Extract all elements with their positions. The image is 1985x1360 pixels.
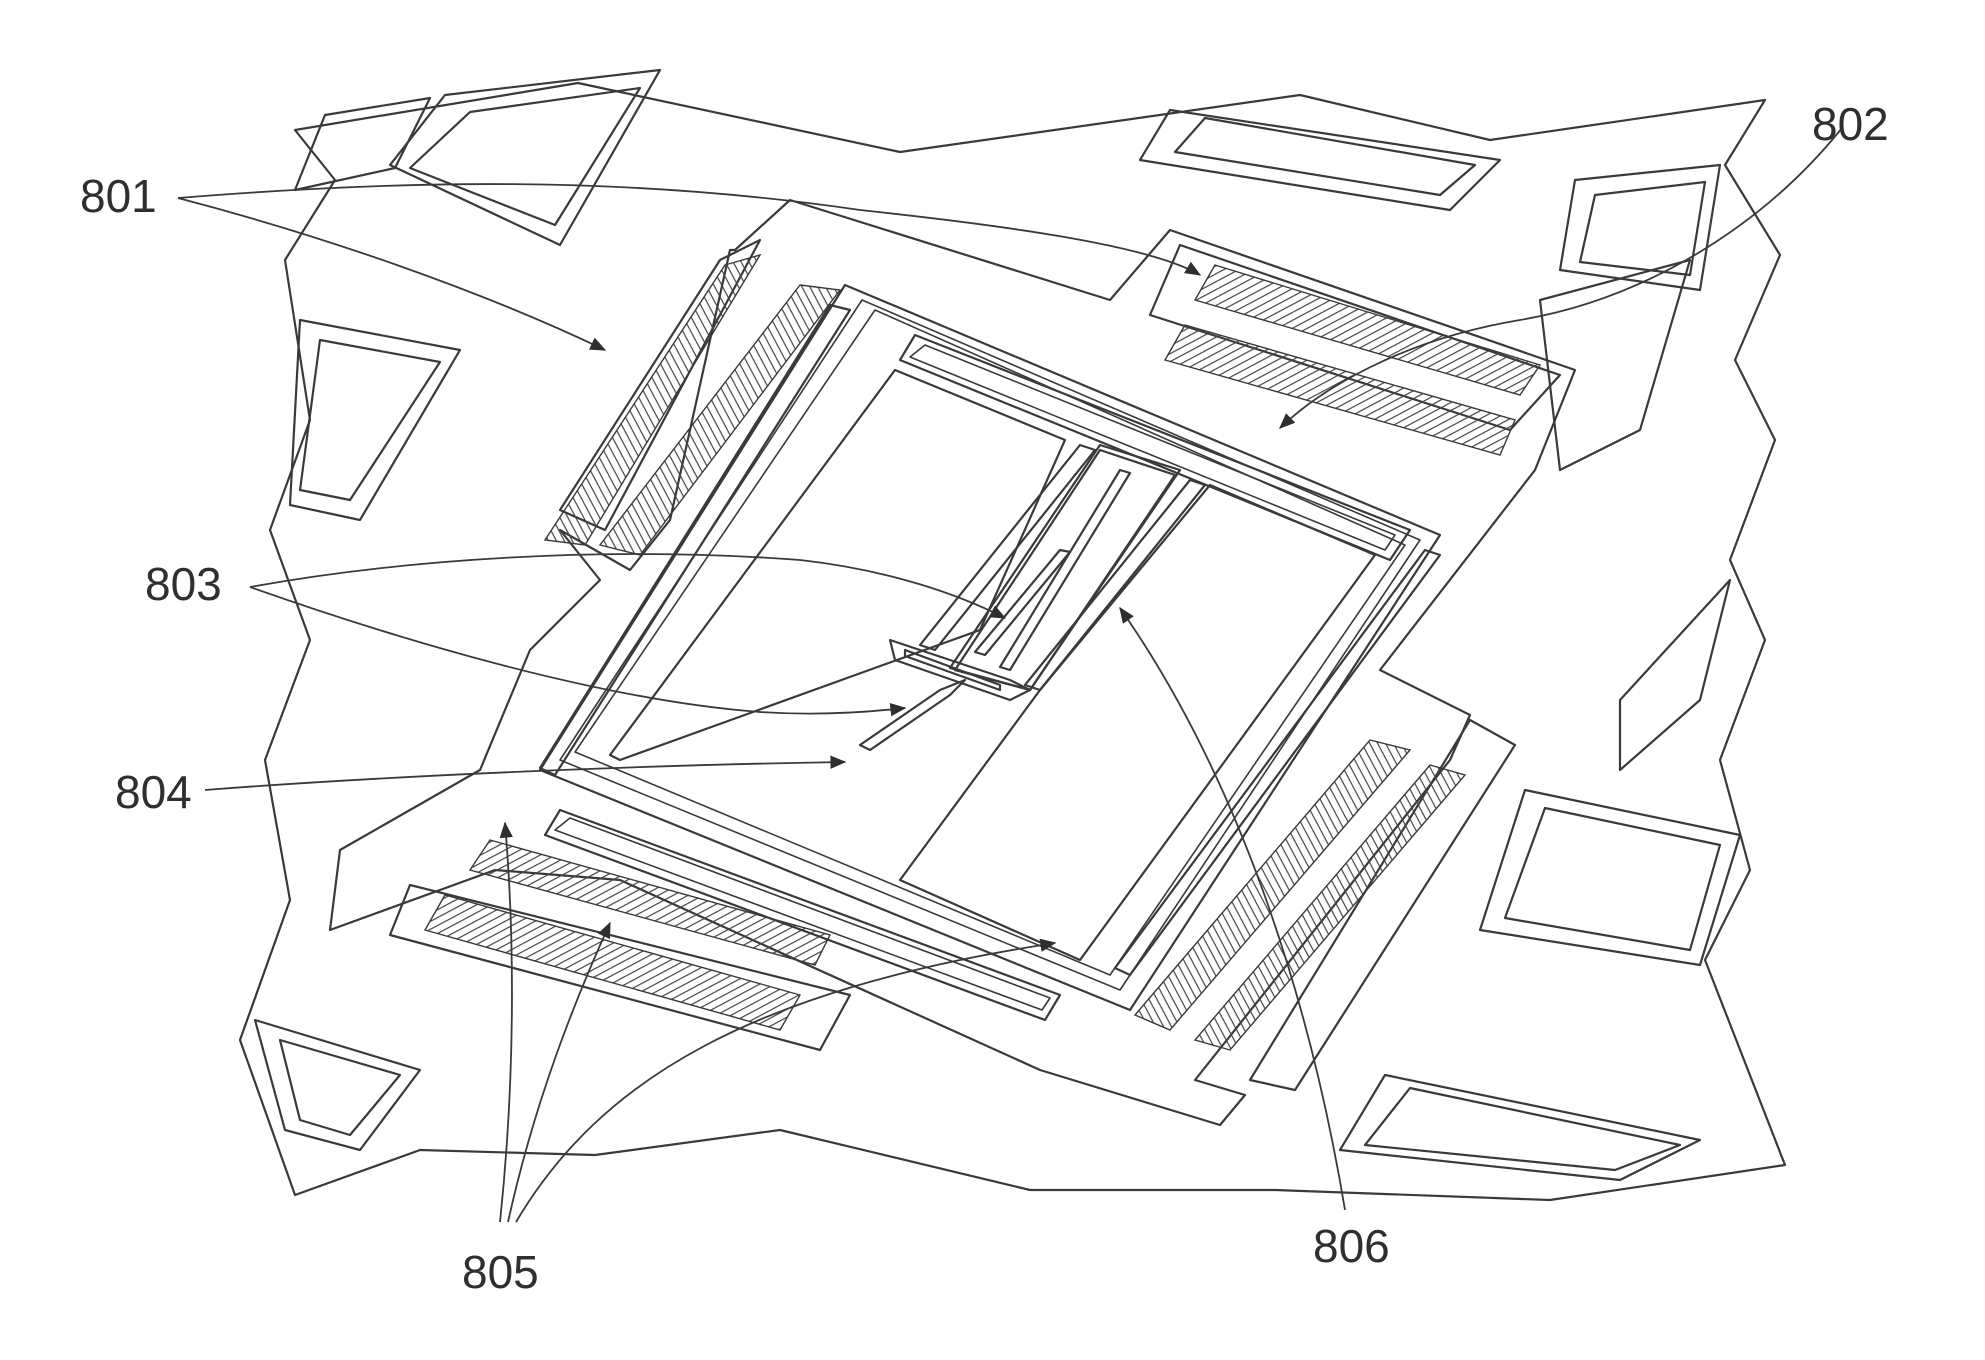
label-805: 805 (462, 1246, 539, 1298)
substrate-outline (240, 83, 1785, 1200)
springs (860, 445, 1205, 750)
label-804: 804 (115, 766, 192, 818)
label-803: 803 (145, 558, 222, 610)
leader-lines (178, 128, 1842, 1222)
label-801: 801 (80, 170, 157, 222)
label-806: 806 (1313, 1220, 1390, 1272)
label-802: 802 (1812, 98, 1889, 150)
